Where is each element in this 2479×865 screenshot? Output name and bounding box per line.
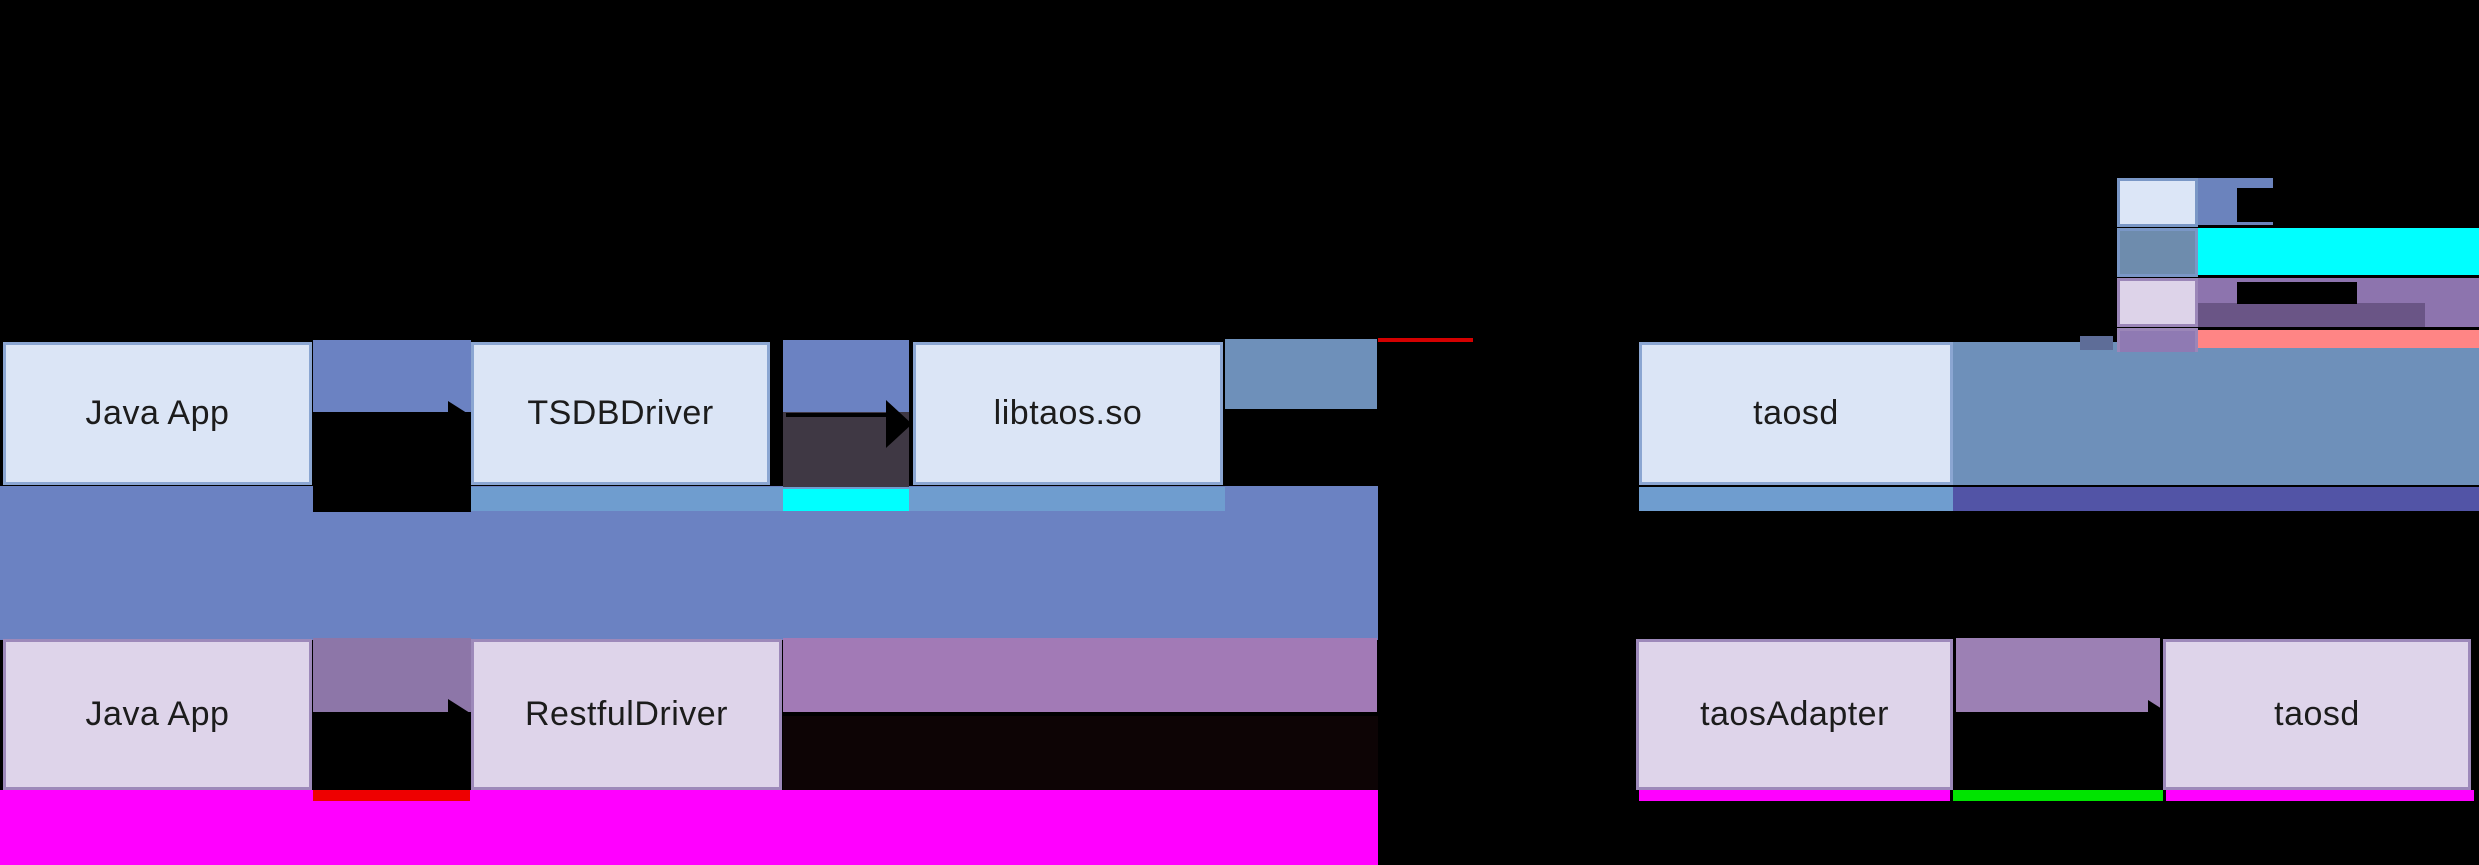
- legend-row3-text-remnant: [2237, 282, 2357, 304]
- band-row2-gap1-mauve: [313, 638, 471, 712]
- strip-magenta-taosd2: [2166, 790, 2474, 801]
- legend-swatch-row4: [2117, 328, 2198, 352]
- arrow-restful-taosadapter-line: [783, 712, 1625, 716]
- arrow-tsdbdriver-libtaos-head: [886, 400, 912, 448]
- arrow-javaapp-restfuldriver-head: [448, 699, 470, 727]
- legend-swatch-row2: [2117, 228, 2198, 277]
- band-row2-dark: [783, 716, 1378, 798]
- band-row1-gap1-black: [313, 412, 471, 512]
- legend-bar-row4: [2198, 330, 2479, 348]
- band-periwinkle-left: [0, 486, 1378, 640]
- box-label: taosAdapter: [1700, 695, 1889, 733]
- box-taosadapter: taosAdapter: [1636, 639, 1953, 790]
- strip-green: [1953, 790, 2163, 801]
- legend-swatch-row3: [2117, 278, 2198, 327]
- band-underbar-taosd: [1639, 487, 1953, 511]
- box-label: taosd: [2274, 695, 2360, 733]
- legend-corner-fragment: [2080, 336, 2113, 350]
- box-tsdbdriver: TSDBDriver: [471, 342, 770, 485]
- arrow-tsdbdriver-libtaos-line: [786, 413, 888, 417]
- legend-bar-row2: [2198, 228, 2479, 275]
- box-restfuldriver: RestfulDriver: [471, 639, 782, 790]
- box-label: RestfulDriver: [525, 695, 728, 733]
- strip-magenta-taosadapter: [1639, 790, 1950, 801]
- arrow-javaapp-restfuldriver-line: [318, 712, 450, 716]
- arrow-javaapp-tsdbdriver-line: [318, 413, 448, 417]
- band-steel-right: [1953, 342, 2479, 485]
- strip-red-line: [1378, 338, 1473, 342]
- arrow-taosadapter-taosd-line: [1956, 712, 2150, 716]
- arrow-javaapp-tsdbdriver-head: [448, 401, 470, 429]
- box-java-app-rest: Java App: [3, 639, 312, 790]
- strip-red: [313, 790, 470, 801]
- box-libtaos-so: libtaos.so: [913, 342, 1223, 485]
- band-magenta-block: [0, 790, 1378, 865]
- legend-bar-row3-dark: [2198, 303, 2425, 327]
- band-row1-gap1-top: [313, 340, 471, 412]
- box-taosd-native: taosd: [1639, 342, 1953, 485]
- box-label: Java App: [85, 695, 230, 733]
- legend-row1-text-remnant: [2237, 188, 2273, 222]
- band-steel-mid: [1225, 339, 1377, 412]
- legend-swatch-row1: [2117, 178, 2198, 227]
- band-mauve-wide: [783, 638, 1377, 712]
- box-java-app-native: Java App: [3, 342, 312, 485]
- box-label: Java App: [85, 394, 230, 432]
- box-label: libtaos.so: [993, 394, 1143, 432]
- box-label: TSDBDriver: [527, 394, 714, 432]
- box-label: taosd: [1753, 394, 1839, 432]
- strip-cyan: [783, 489, 909, 511]
- band-row2-gap3-mauve: [1956, 638, 2160, 712]
- band-underbar-slate: [1953, 487, 2479, 511]
- box-taosd-rest: taosd: [2163, 639, 2471, 790]
- arrow-libtaos-taosd-line: [1225, 409, 1625, 413]
